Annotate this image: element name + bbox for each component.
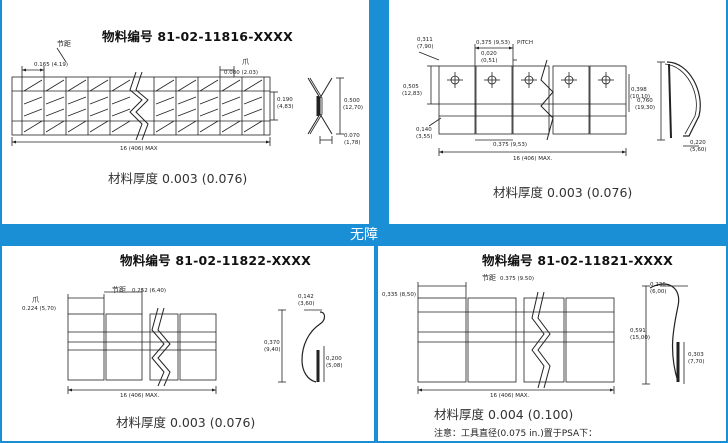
gasket-diagram-11816: 节距 0.165 (4.19) 爪 0.080 (2.03) 0.190 (4,… — [11, 40, 363, 152]
dim-d3b: (1,78) — [344, 140, 361, 146]
panel-81-02-11816: 物料编号 81-02-11816-XXXX — [2, 0, 369, 224]
dim-d1b: (10,10) — [630, 94, 650, 100]
label-pitch: 节距 — [482, 274, 496, 282]
dim-d1: 0.190 — [277, 97, 293, 103]
dim-pitch-bottom: 0,375 (9,53) — [493, 142, 527, 148]
panel-81-02-11822: 物料编号 81-02-11822-XXXX — [2, 246, 374, 441]
dim-c1b: (15,00) — [630, 335, 650, 341]
label-pitch: 节距 — [112, 286, 126, 294]
label-claw-value: 0.224 (5,70) — [22, 306, 56, 312]
label-claw-value: 0.080 (2.03) — [224, 70, 258, 76]
dim-c2b: (3,55) — [416, 134, 433, 140]
panel-title: 物料编号 81-02-11821-XXXX — [482, 253, 673, 268]
dim-length: 16 (406) MAX — [120, 146, 158, 152]
gasket-blocks — [438, 65, 627, 135]
dim-e1: 0,760 — [637, 98, 653, 104]
dim-d1: 0,303 — [688, 352, 704, 358]
dim-d1b: (4,83) — [277, 104, 294, 110]
break-mark — [129, 71, 143, 141]
material-thickness: 材料厚度 0.004 (0.100) — [434, 407, 574, 422]
gasket-profile — [666, 61, 701, 137]
dim-c1b: (5,08) — [326, 363, 343, 369]
dim-a1: 0,142 — [298, 294, 314, 300]
material-thickness: 材料厚度 0.003 (0.076) — [116, 415, 256, 430]
material-thickness: 材料厚度 0.003 (0.076) — [108, 171, 248, 186]
break-mark — [531, 291, 545, 389]
dim-b1: 0,236 — [650, 282, 666, 288]
dim-c1: 0,591 — [630, 328, 646, 334]
gasket-profile — [649, 283, 680, 383]
label-claw: 爪 — [242, 58, 249, 66]
dim-c1b: (12,83) — [402, 91, 422, 97]
dim-c1: 0,505 — [403, 84, 419, 90]
gasket-diagram-11822: 爪 0.224 (5,70) 节距 0.252 (6,40) 0,142 (3,… — [22, 286, 343, 399]
tool-note: 注意：工具直径(0.075 in.)置于PSA下： — [434, 429, 598, 439]
gasket-profile — [301, 311, 326, 383]
dim-d1: 0,398 — [631, 87, 647, 93]
mount-holes — [447, 72, 614, 88]
dim-d3: 0.070 — [344, 133, 360, 139]
dim-d2: 0.500 — [344, 98, 360, 104]
dim-e1b: (19,30) — [635, 105, 655, 111]
dim-a1b: (7,90) — [417, 44, 434, 50]
break-mark — [540, 59, 554, 141]
gasket-profile — [307, 77, 333, 135]
gasket-diagram-11821: 节距 0.375 (9.50) 0,335 (8,50) 0,236 (6,00… — [382, 274, 705, 399]
material-thickness: 材料厚度 0.003 (0.076) — [493, 185, 633, 200]
banner: 无障 — [0, 224, 728, 246]
dim-b1b: (6,00) — [650, 289, 667, 295]
gasket-blocks — [67, 313, 217, 381]
label-pitch-value: 0.165 (4.19) — [34, 62, 68, 68]
dim-c1: 0,200 — [326, 356, 342, 362]
label-pitch-value: 0.252 (6,40) — [132, 288, 166, 294]
dim-a1: 0,335 (8,50) — [382, 292, 416, 298]
dim-b1: 0,370 — [264, 340, 280, 346]
dim-c2: 0,140 — [416, 127, 432, 133]
panel-title: 物料编号 81-02-11822-XXXX — [120, 253, 311, 268]
dim-pitch-top: 0,375 (9,53) — [476, 40, 510, 46]
frame-left-bar — [0, 0, 2, 443]
dim-length: 16 (406) MAX. — [513, 156, 553, 162]
panel-pitch-0375: 0,311 (7,90) 0,375 (9,53) PITCH 0,020 (0… — [389, 0, 726, 224]
gasket-diagram-pitch: 0,311 (7,90) 0,375 (9,53) PITCH 0,020 (0… — [402, 37, 707, 162]
frame-bottom-bar — [0, 441, 728, 443]
dim-length: 16 (406) MAX. — [490, 393, 530, 399]
frame-lower-divider — [374, 246, 378, 443]
label-pitch-word: PITCH — [517, 40, 533, 46]
dim-a1: 0,311 — [417, 37, 433, 43]
dim-b1b: (9,40) — [264, 347, 281, 353]
dim-f1: 0,220 — [690, 140, 706, 146]
panel-81-02-11821: 物料编号 81-02-11821-XXXX — [378, 246, 726, 441]
dim-d2b: (12,70) — [343, 105, 363, 111]
gasket-blocks — [417, 297, 615, 383]
finger-segments — [21, 77, 265, 135]
label-pitch: 节距 — [57, 40, 71, 48]
banner-label: 无障 — [350, 227, 378, 243]
break-mark — [151, 307, 165, 387]
dim-length: 16 (406) MAX. — [120, 393, 160, 399]
dim-d1b: (7,70) — [688, 359, 705, 365]
label-claw: 爪 — [32, 296, 39, 304]
dim-b1b: (0,51) — [481, 58, 498, 64]
label-pitch-value: 0.375 (9.50) — [500, 276, 534, 282]
dim-f1b: (5,60) — [690, 147, 707, 153]
panel-title: 物料编号 81-02-11816-XXXX — [102, 29, 293, 44]
dim-a1b: (3,60) — [298, 301, 315, 307]
dim-b1: 0,020 — [481, 51, 497, 57]
frame-center-bar — [369, 0, 389, 225]
frame-right-bar — [726, 0, 728, 443]
